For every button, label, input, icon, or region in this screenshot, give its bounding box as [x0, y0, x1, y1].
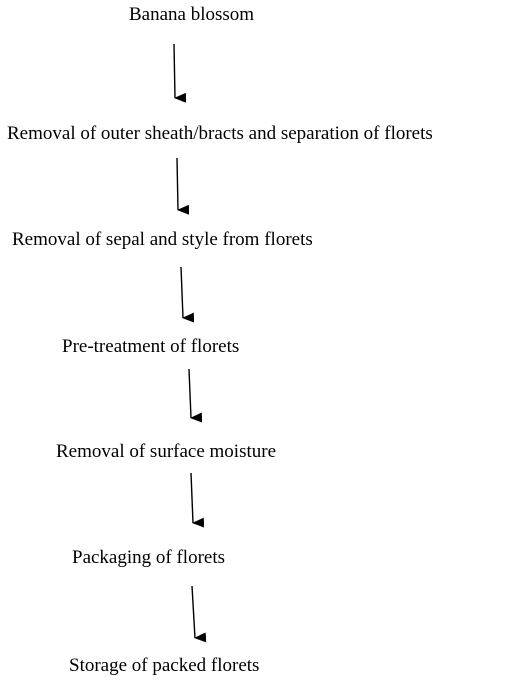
step-packaging: Packaging of florets — [72, 547, 226, 568]
arrow-down-icon — [191, 585, 207, 643]
step-banana-blossom: Banana blossom — [129, 4, 255, 25]
arrow-down-icon — [173, 43, 187, 103]
step-removal-sepal-style: Removal of sepal and style from florets — [12, 229, 313, 250]
step-removal-surface-moisture: Removal of surface moisture — [56, 441, 277, 462]
arrow-down-icon — [188, 368, 203, 423]
step-removal-outer-sheath: Removal of outer sheath/bracts and separ… — [7, 123, 433, 144]
step-pre-treatment: Pre-treatment of florets — [62, 336, 240, 357]
arrow-down-icon — [190, 472, 205, 528]
arrow-down-icon — [180, 266, 195, 323]
step-storage: Storage of packed florets — [69, 655, 260, 676]
arrow-down-icon — [176, 157, 190, 215]
